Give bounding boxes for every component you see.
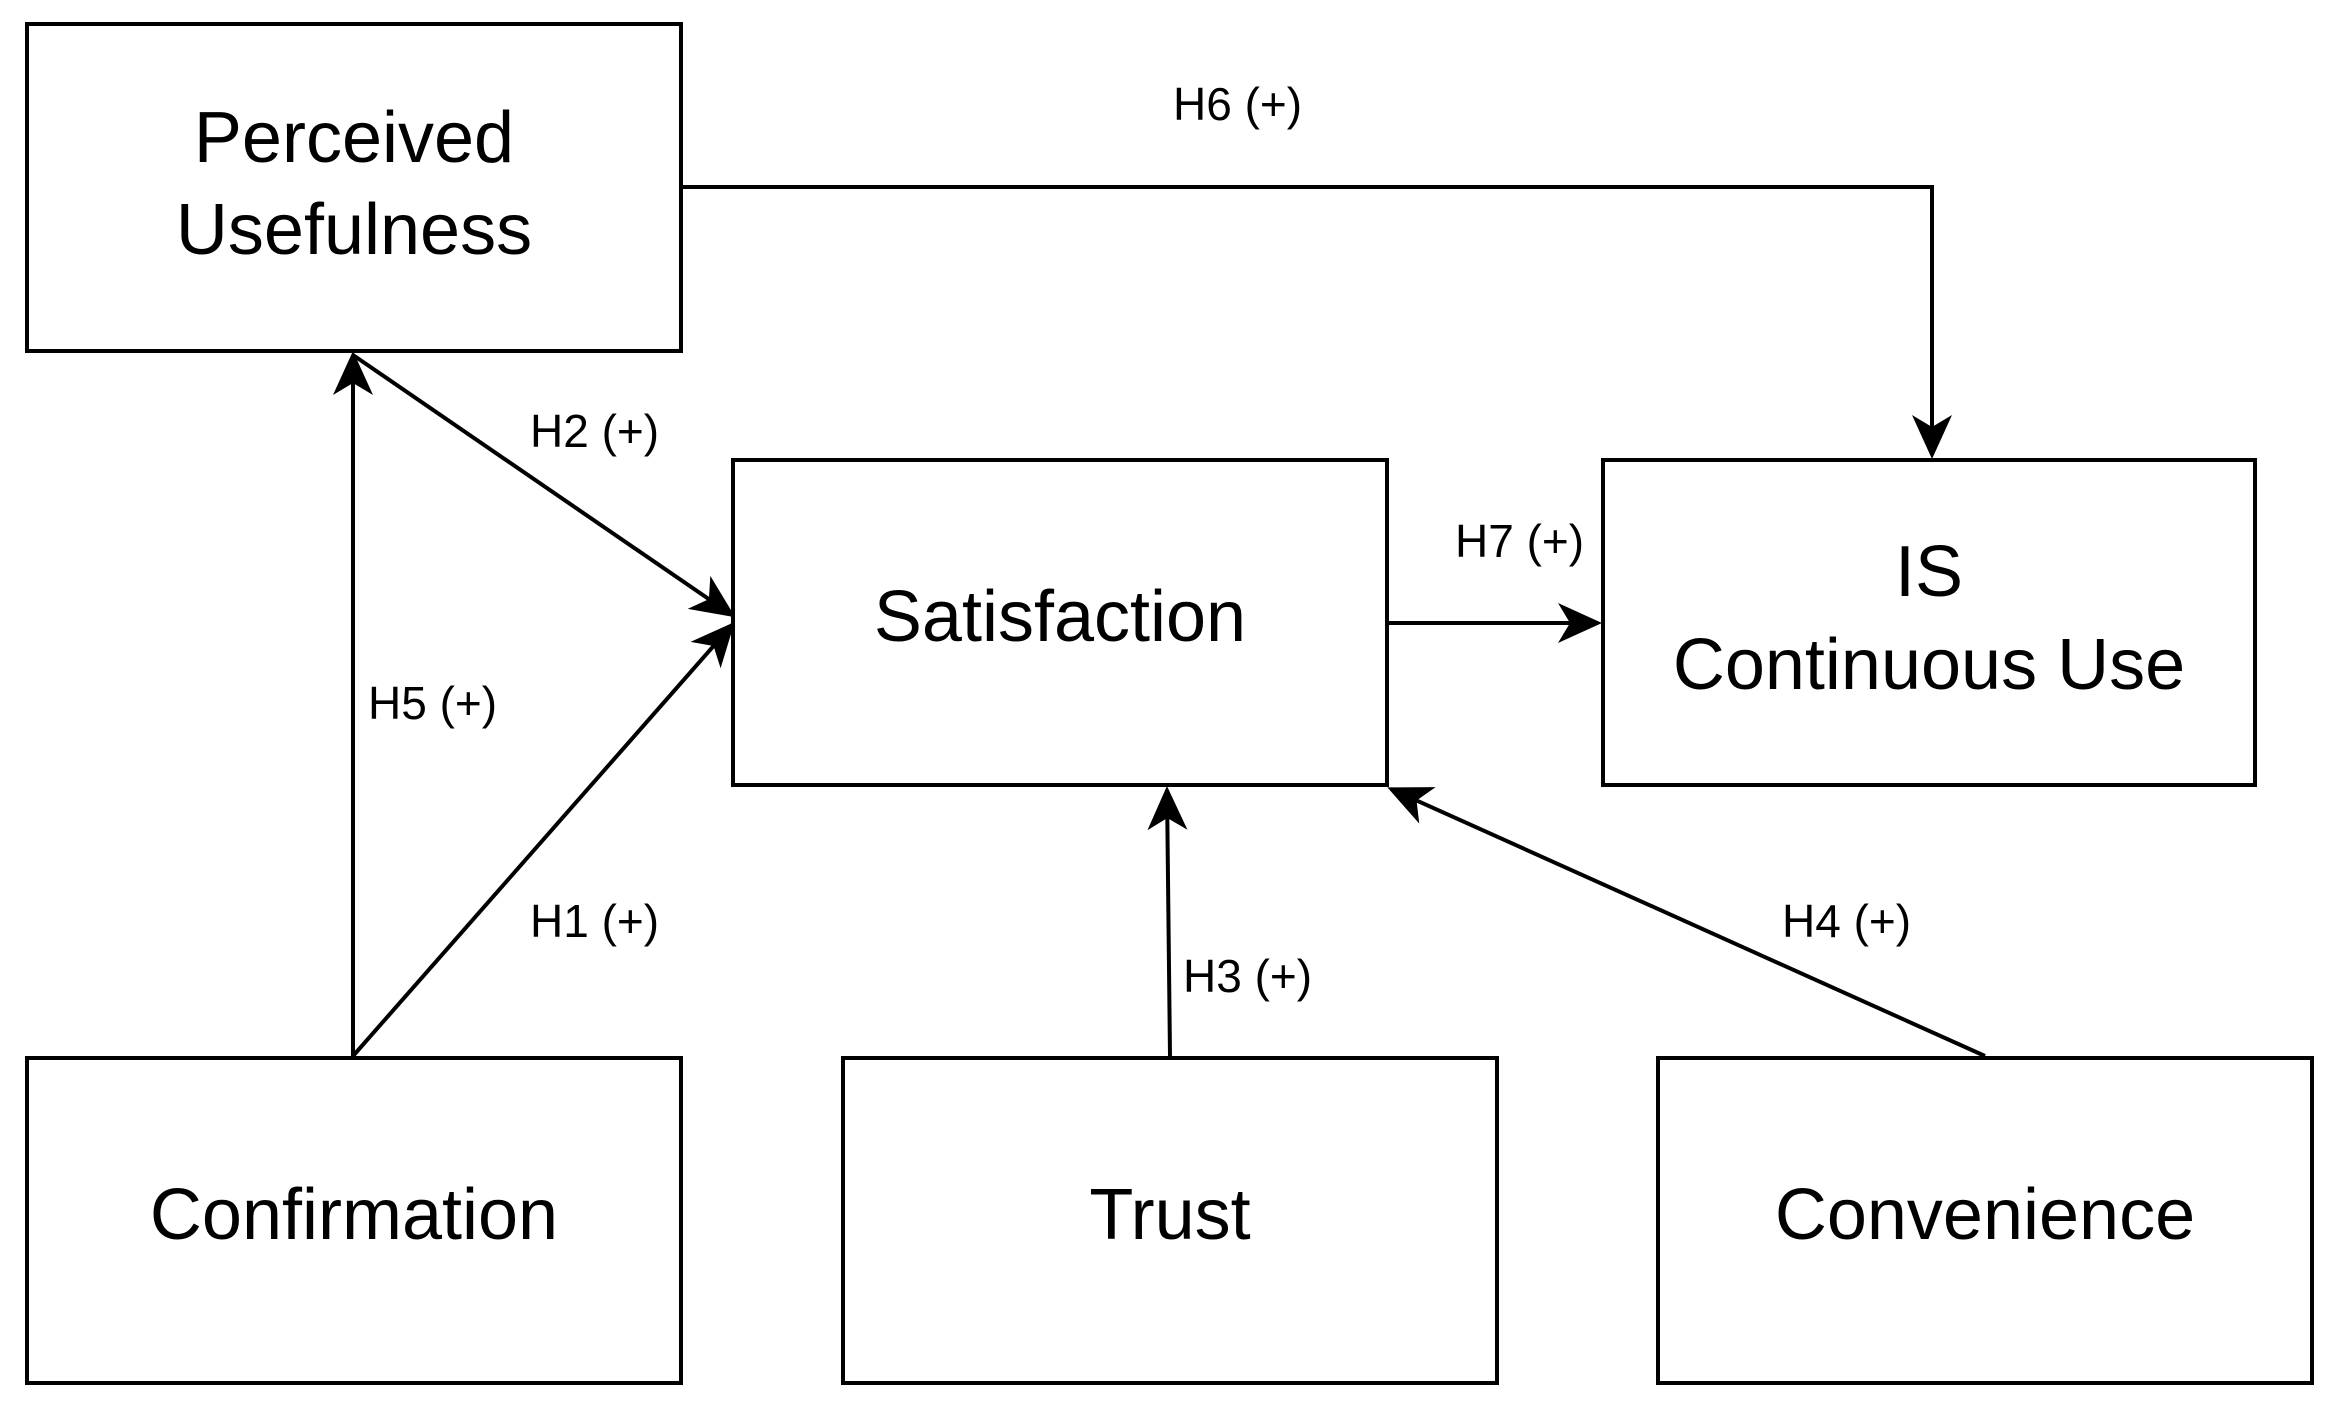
edge-h2-line xyxy=(351,353,736,618)
edge-h3-label: H3 (+) xyxy=(1183,950,1312,1002)
edge-h5-label: H5 (+) xyxy=(368,677,497,729)
node-convenience: Convenience xyxy=(1656,1056,2314,1385)
node-trust: Trust xyxy=(841,1056,1499,1385)
edge-h2: H2 (+) xyxy=(351,353,736,618)
edge-h2-label: H2 (+) xyxy=(530,405,659,457)
node-convenience-label: Convenience xyxy=(1775,1175,2195,1255)
node-is-continuous-use: IS Continuous Use xyxy=(1601,458,2257,787)
edge-h3-line xyxy=(1147,786,1188,1057)
edge-h1-line xyxy=(351,621,735,1058)
node-perceived-usefulness-line2: Usefulness xyxy=(176,190,532,270)
edge-h1-label: H1 (+) xyxy=(530,895,659,947)
node-perceived-usefulness-line1: Perceived xyxy=(194,98,514,178)
node-is-continuous-use-line1: IS xyxy=(1895,532,1963,612)
edge-h7-label: H7 (+) xyxy=(1455,515,1584,567)
edge-h5: H5 (+) xyxy=(333,351,497,1056)
node-satisfaction-label: Satisfaction xyxy=(874,577,1246,657)
edge-h3: H3 (+) xyxy=(1147,786,1312,1057)
edge-h7: H7 (+) xyxy=(1388,515,1602,643)
edge-h4-label: H4 (+) xyxy=(1782,895,1911,947)
edge-h4-line xyxy=(1387,787,1986,1058)
edge-h1: H1 (+) xyxy=(351,621,735,1058)
node-confirmation: Confirmation xyxy=(25,1056,683,1385)
node-is-continuous-use-line2: Continuous Use xyxy=(1673,625,2185,705)
edge-h6-line xyxy=(681,185,1952,459)
edge-h6-label: H6 (+) xyxy=(1173,78,1302,130)
node-perceived-usefulness: Perceived Usefulness xyxy=(25,22,683,353)
node-satisfaction: Satisfaction xyxy=(731,458,1389,787)
edge-h6: H6 (+) xyxy=(681,78,1952,459)
node-confirmation-label: Confirmation xyxy=(150,1175,558,1255)
node-trust-label: Trust xyxy=(1089,1175,1250,1255)
edge-h4: H4 (+) xyxy=(1387,787,1986,1058)
